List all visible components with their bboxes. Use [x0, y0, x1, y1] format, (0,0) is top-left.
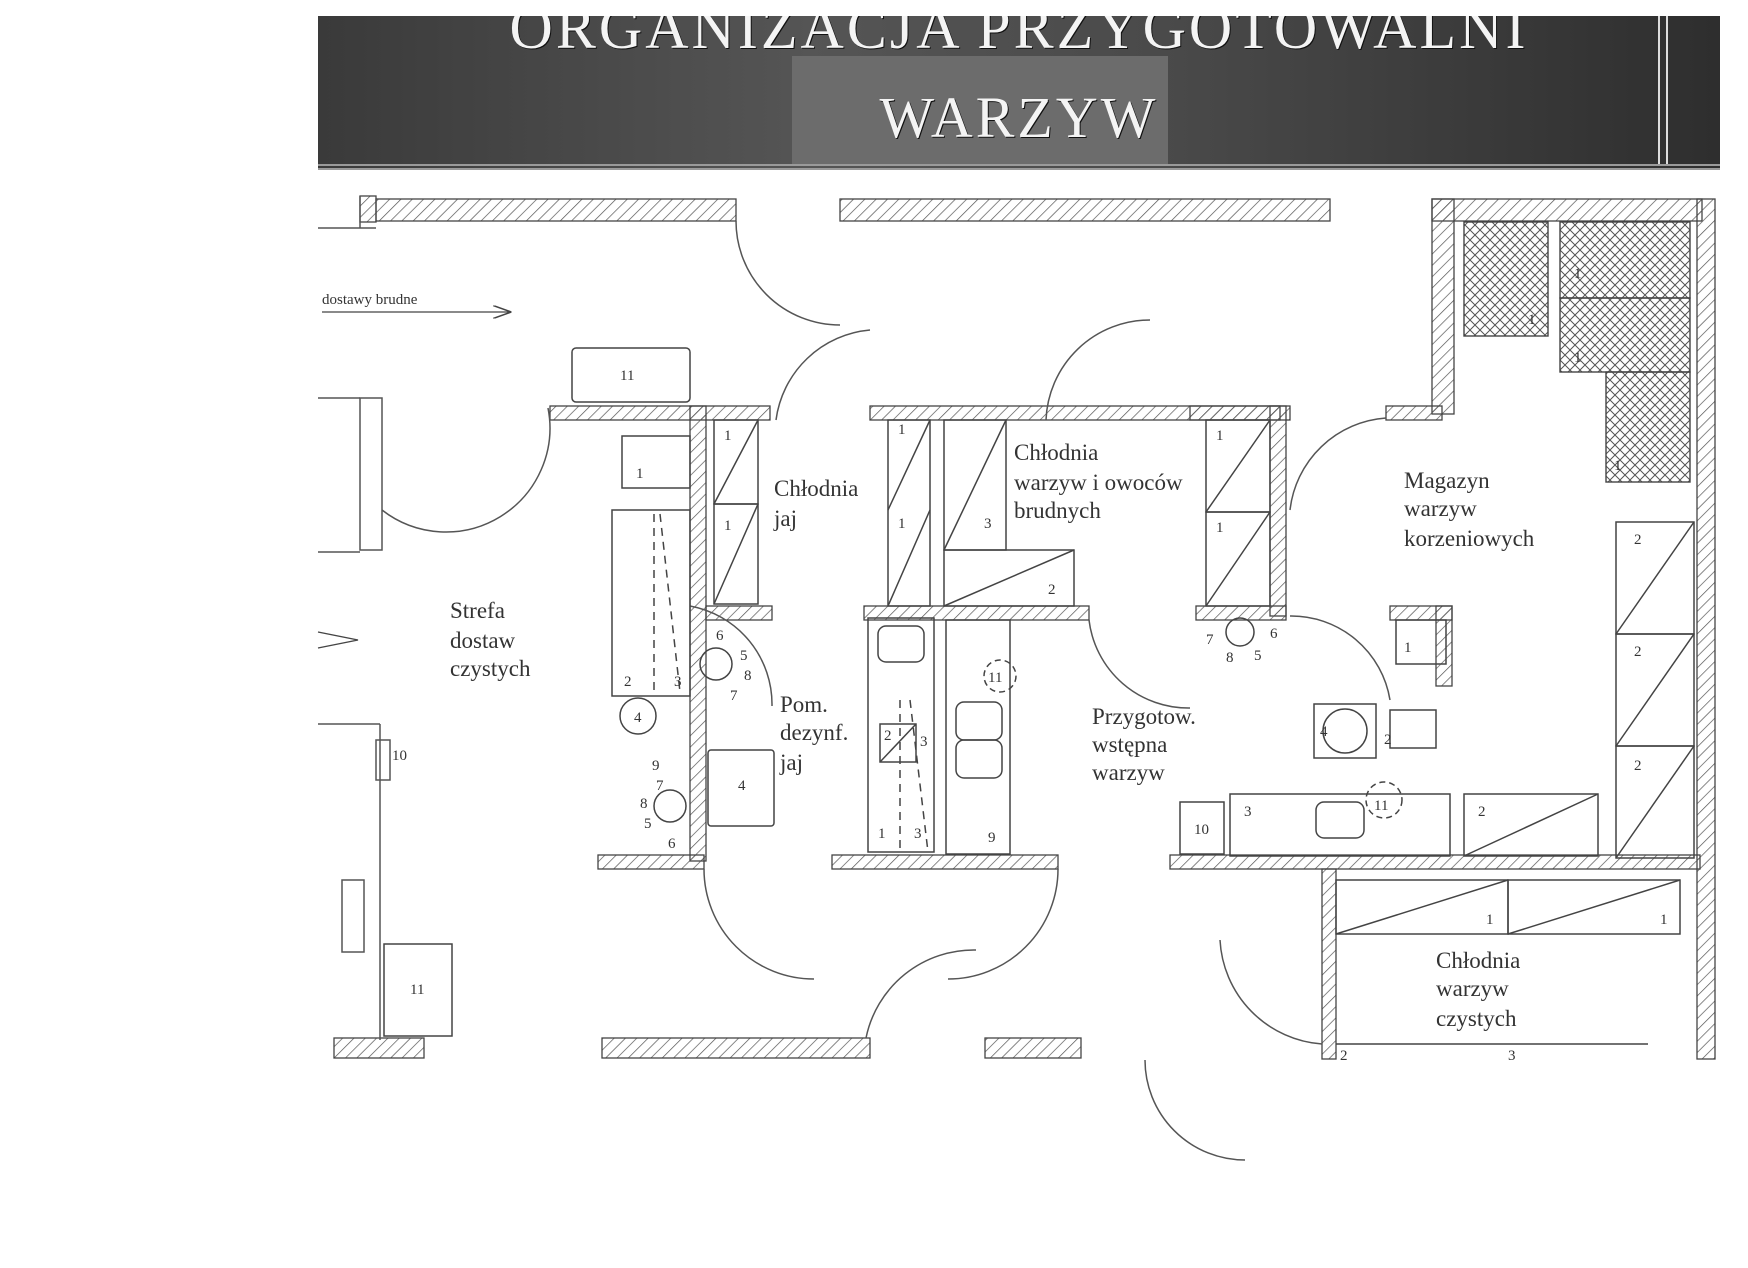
room-label-dezynf: Pom. dezynf. jaj	[779, 692, 854, 775]
number-label: 1	[1528, 312, 1536, 328]
number-label: 1	[724, 428, 732, 444]
number-label: 8	[744, 668, 752, 684]
number-label: 7	[656, 778, 664, 794]
number-label: 1	[1404, 640, 1412, 656]
left-structure	[318, 196, 391, 1040]
number-label: 3	[914, 826, 922, 842]
number-label: 2	[1048, 582, 1056, 598]
number-label: 6	[716, 628, 724, 644]
number-label: 5	[644, 816, 652, 832]
number-label: 3	[1244, 804, 1252, 820]
number-label: 11	[410, 982, 424, 998]
number-label: 8	[1226, 650, 1234, 666]
number-label: 10	[392, 748, 407, 764]
number-label: 1	[1574, 350, 1582, 366]
number-label: 7	[730, 688, 738, 704]
number-label: 3	[674, 674, 682, 690]
page-title-line-1: ORGANIZACJA PRZYGOTOWALNI	[509, 16, 1529, 61]
number-label: 1	[636, 466, 644, 482]
number-label: 3	[920, 734, 928, 750]
room-label-przygotowalnia: Przygotow. wstępna warzyw	[1092, 704, 1202, 785]
room-labels: Strefa dostaw czystych Chłodnia jaj Chło…	[450, 440, 1535, 1031]
number-label: 1	[878, 826, 886, 842]
equipment-numbers: 11 11 10 1 2 3 4 4 5 6 7 8 9 1 1 5 6 7 8…	[392, 266, 1668, 1064]
number-label: 10	[1194, 822, 1209, 838]
number-label: 5	[1254, 648, 1262, 664]
number-label: 1	[724, 518, 732, 534]
number-label: 4	[1320, 724, 1328, 740]
number-label: 4	[738, 778, 746, 794]
storage-bins	[1463, 221, 1691, 483]
number-label: 2	[1634, 532, 1642, 548]
number-label: 2	[1478, 804, 1486, 820]
number-label: 2	[624, 674, 632, 690]
number-label: 3	[984, 516, 992, 532]
walls	[333, 195, 1716, 1060]
number-label: 1	[1216, 520, 1224, 536]
number-label: 9	[988, 830, 996, 846]
room-label-chlodnia-czystych: Chłodnia warzyw czystych	[1436, 948, 1526, 1031]
number-label: 4	[634, 710, 642, 726]
clean-delivery-arrow	[317, 631, 359, 649]
number-label: 2	[1634, 644, 1642, 660]
number-label: 3	[1508, 1048, 1516, 1064]
number-label: 1	[898, 422, 906, 438]
number-label: 7	[1206, 632, 1214, 648]
banner-frame-line	[1658, 16, 1668, 164]
number-label: 1	[1216, 428, 1224, 444]
number-label: 2	[1384, 732, 1392, 748]
room-label-magazyn: Magazyn warzyw korzeniowych	[1404, 468, 1535, 551]
title-banner: ORGANIZACJA PRZYGOTOWALNI WARZYW	[318, 16, 1720, 170]
number-label: 11	[988, 670, 1002, 686]
page-title-line-2: WARZYW	[879, 85, 1159, 150]
room-label-strefa: Strefa dostaw czystych	[450, 598, 531, 681]
number-label: 6	[668, 836, 676, 852]
number-label: 2	[1340, 1048, 1348, 1064]
dirty-delivery-label: dostawy brudne	[322, 292, 418, 308]
number-label: 1	[898, 516, 906, 532]
banner-light-panel	[792, 56, 1168, 164]
number-label: 6	[1270, 626, 1278, 642]
number-label: 8	[640, 796, 648, 812]
number-label: 2	[1634, 758, 1642, 774]
number-label: 1	[1574, 266, 1582, 282]
number-label: 11	[620, 368, 634, 384]
number-label: 2	[884, 728, 892, 744]
room-label-chlodnia-brudnych: Chłodnia warzyw i owoców brudnych	[1014, 440, 1188, 523]
room-label-chlodnia-jaj: Chłodnia jaj	[773, 476, 864, 531]
number-label: 11	[1374, 798, 1388, 814]
number-label: 1	[1614, 458, 1622, 474]
number-label: 9	[652, 758, 660, 774]
equipment	[383, 347, 1695, 1045]
door-swings	[381, 220, 1391, 1161]
number-label: 5	[740, 648, 748, 664]
number-label: 1	[1660, 912, 1668, 928]
number-label: 1	[1486, 912, 1494, 928]
